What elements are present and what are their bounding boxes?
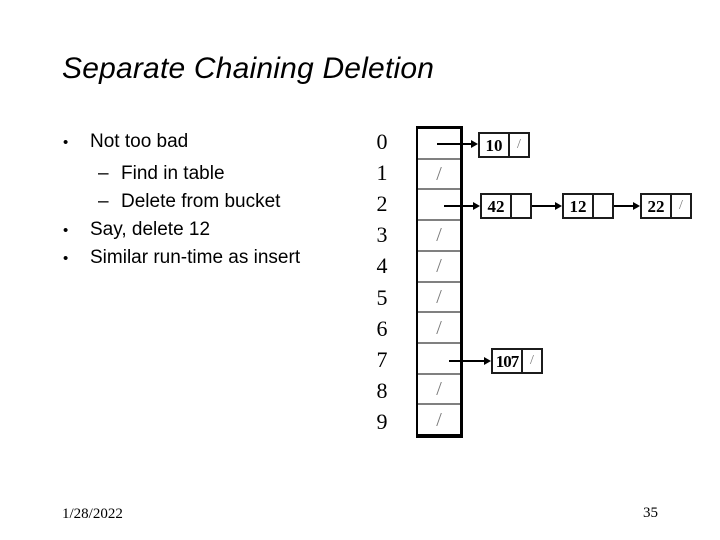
footer-date: 1/28/2022 [62,506,123,522]
node-value: 22 [647,196,665,216]
node-next-pointer: / [521,350,541,372]
bucket-index-label: 5 [376,284,388,310]
arrow-head-icon [555,202,562,210]
null-slash: / [436,255,442,278]
null-slash: / [530,353,534,368]
null-slash: / [436,316,442,339]
arrow-head-icon [484,357,491,365]
bullet-item: – Find in table [98,163,225,185]
arrow-shaft [518,205,555,207]
bucket-row [418,129,460,160]
bullet-marker: • [63,134,69,151]
pointer-arrow [444,202,480,210]
arrow-shaft [444,205,473,207]
pointer-arrow [518,202,562,210]
pointer-arrow [596,202,640,210]
bucket-row: / [418,375,460,406]
slide-title: Separate Chaining Deletion [62,52,435,85]
bucket-index-label: 3 [376,222,388,248]
bucket-row: / [418,160,460,191]
pointer-arrow [449,357,491,365]
bullet-text: Similar run-time as insert [90,247,301,268]
bullet-marker: • [63,222,69,239]
node-value-cell: 107 [493,350,521,372]
pointer-arrow [437,140,478,148]
page-number: 35 [643,505,658,521]
bullet-text: Find in table [121,163,225,184]
null-slash: / [517,137,521,152]
node-next-pointer: / [508,134,528,156]
bucket-index-label: 9 [376,409,388,435]
arrow-head-icon [471,140,478,148]
bullet-text: Say, delete 12 [90,219,211,240]
arrow-shaft [449,360,484,362]
arrow-head-icon [633,202,640,210]
bucket-row: / [418,313,460,344]
bucket-index-label: 1 [376,159,388,185]
bullet-item: • Not too bad [63,131,188,153]
node-value: 107 [495,351,519,371]
bullet-marker: • [63,250,69,267]
null-slash: / [436,224,442,247]
bucket-index-label: 4 [376,253,388,279]
bullet-marker: – [98,191,109,212]
node-value-cell: 22 [642,195,670,217]
bucket-index-column: 0 1 2 3 4 5 6 7 8 9 [368,126,396,438]
bucket-index-label: 0 [376,128,388,154]
bucket-row [418,190,460,222]
bullet-item: – Delete from bucket [98,191,280,213]
bullet-text: Delete from bucket [121,191,281,212]
null-slash: / [436,163,442,186]
null-slash: / [436,377,442,400]
bucket-row: / [418,283,460,314]
bullet-text: Not too bad [90,131,189,152]
bucket-index-label: 2 [376,191,388,216]
bucket-row [418,344,460,375]
list-node: 22 / [640,193,692,219]
bucket-index-label: 8 [376,378,388,404]
node-value: 10 [485,135,503,155]
null-slash: / [436,285,442,308]
bucket-index-label: 6 [376,315,388,341]
null-slash: / [436,408,442,431]
node-next-pointer: / [670,195,690,217]
arrow-head-icon [473,202,480,210]
bucket-row: / [418,405,460,434]
bucket-index-label: 7 [376,347,388,373]
node-value-cell: 12 [564,195,592,217]
list-node: 42 [480,193,532,219]
bucket-row: / [418,221,460,252]
bucket-row: / [418,252,460,283]
node-next-pointer [510,195,530,217]
node-value: 42 [487,196,505,216]
node-next-pointer [592,195,612,217]
hash-table: / / / / / / / [416,126,463,438]
bullet-marker: – [98,163,109,184]
arrow-shaft [437,143,471,145]
node-value-cell: 42 [482,195,510,217]
list-node: 107 / [491,348,543,374]
bullet-item: • Say, delete 12 [63,219,210,241]
bullet-item: • Similar run-time as insert [63,247,300,269]
node-value-cell: 10 [480,134,508,156]
node-value: 12 [569,196,587,216]
arrow-shaft [596,205,633,207]
null-slash: / [679,198,683,213]
list-node: 10 / [478,132,530,158]
list-node: 12 [562,193,614,219]
